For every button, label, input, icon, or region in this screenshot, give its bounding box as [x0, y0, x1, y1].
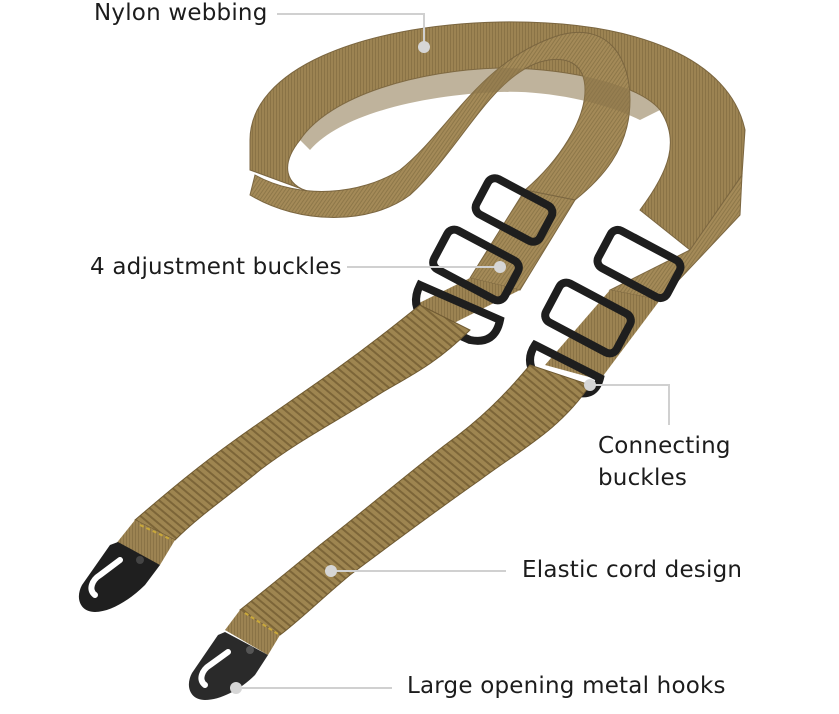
callout-line-connect [590, 384, 670, 425]
left-hook [78, 542, 160, 612]
callout-dot-adjust [494, 261, 506, 273]
callout-dot-hooks [230, 682, 242, 694]
adjustment-buckles [429, 174, 685, 358]
metal-hooks [78, 542, 268, 700]
callout-label-elastic-cord: Elastic cord design [522, 557, 743, 583]
callout-label-connecting-buckles: Connecting buckles [598, 433, 731, 491]
buckle-1 [471, 174, 557, 246]
callout-dot-nylon [418, 41, 430, 53]
buckle-2 [429, 225, 523, 305]
callout-dot-elastic [325, 565, 337, 577]
callout-label-metal-hooks: Large opening metal hooks [407, 673, 726, 699]
callout-dot-connect [584, 379, 596, 391]
left-elastic-cord [115, 304, 471, 565]
callout-label-nylon-webbing: Nylon webbing [94, 0, 268, 26]
callout-label-adjustment-buckles: 4 adjustment buckles [90, 254, 342, 280]
callout-lines [237, 13, 670, 689]
right-hook [188, 632, 268, 700]
callout-line-nylon [277, 13, 425, 45]
callout-dots [230, 41, 596, 694]
buckle-4 [541, 278, 635, 358]
buckle-3 [593, 225, 685, 303]
nylon-webbing-strap [249, 21, 746, 251]
